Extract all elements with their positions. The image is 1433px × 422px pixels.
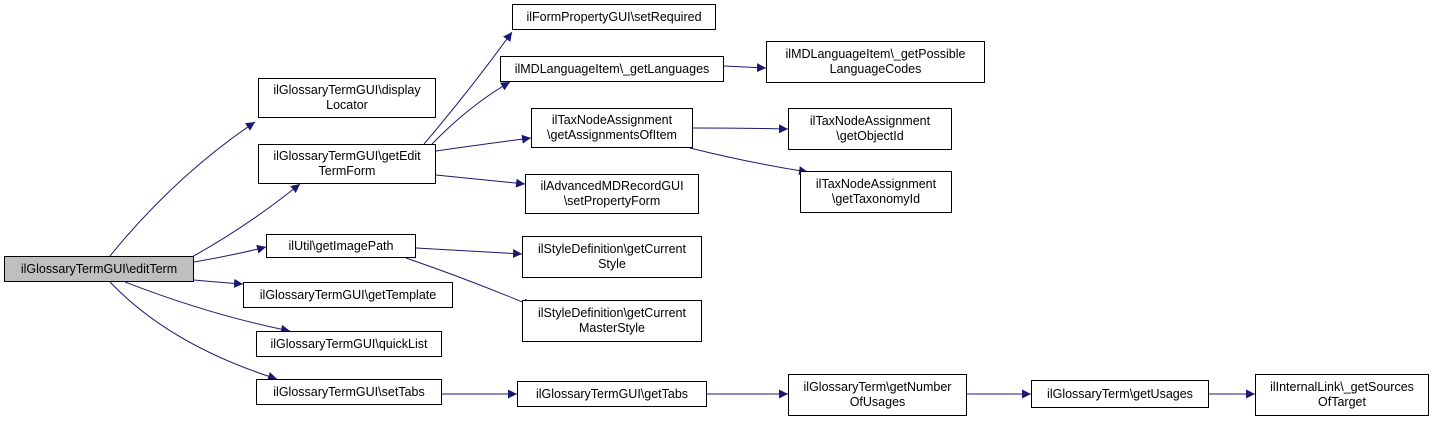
node-getTabs[interactable]: ilGlossaryTermGUI\getTabs xyxy=(517,381,707,407)
edge-getLanguages-to-getPossibleLanguageCodes xyxy=(723,63,767,73)
edge-editTerm-to-quickList xyxy=(124,281,291,334)
node-setTabs[interactable]: ilGlossaryTermGUI\setTabs xyxy=(256,379,442,405)
edge-getAssignmentsOfItem-to-getObjectId xyxy=(692,124,789,134)
edge-getImagePath-to-getCurrentMasterStyle xyxy=(405,257,533,307)
edge-getEditTermForm-to-getAssignmentsOfItem xyxy=(435,134,532,152)
node-setRequired[interactable]: ilFormPropertyGUI\setRequired xyxy=(512,4,716,30)
node-editTerm: ilGlossaryTermGUI\editTerm xyxy=(4,256,194,282)
node-getNumberOfUsages[interactable]: ilGlossaryTerm\getNumber OfUsages xyxy=(788,374,967,416)
node-getTaxonomyId[interactable]: ilTaxNodeAssignment \getTaxonomyId xyxy=(800,171,952,213)
edge-editTerm-to-displayLocator xyxy=(109,121,256,257)
edge-getAssignmentsOfItem-to-getTaxonomyId xyxy=(689,147,809,176)
node-getCurrentMasterStyle[interactable]: ilStyleDefinition\getCurrent MasterStyle xyxy=(522,300,702,342)
node-getEditTermForm[interactable]: ilGlossaryTermGUI\getEdit TermForm xyxy=(258,144,436,184)
edge-editTerm-to-getImagePath xyxy=(193,244,267,263)
edge-getEditTermForm-to-setRequired xyxy=(423,31,513,145)
edge-getEditTermForm-to-getLanguages xyxy=(431,81,511,145)
edge-editTerm-to-setTabs xyxy=(109,281,278,381)
node-getObjectId[interactable]: ilTaxNodeAssignment \getObjectId xyxy=(788,108,952,150)
node-getPossibleLanguageCodes[interactable]: ilMDLanguageItem\_getPossible LanguageCo… xyxy=(766,41,985,83)
node-getLanguages[interactable]: ilMDLanguageItem\_getLanguages xyxy=(500,56,724,82)
node-setPropertyForm[interactable]: ilAdvancedMDRecordGUI \setPropertyForm xyxy=(525,174,699,214)
node-displayLocator[interactable]: ilGlossaryTermGUI\display Locator xyxy=(258,78,436,118)
edge-getImagePath-to-getCurrentStyle xyxy=(415,247,523,258)
edge-editTerm-to-getTemplate xyxy=(193,278,244,288)
node-getCurrentStyle[interactable]: ilStyleDefinition\getCurrent Style xyxy=(522,236,702,278)
node-getAssignmentsOfItem[interactable]: ilTaxNodeAssignment \getAssignmentsOfIte… xyxy=(531,108,693,148)
edge-getEditTermForm-to-setPropertyForm xyxy=(435,174,526,188)
node-getSourcesOfTarget[interactable]: ilInternalLink\_getSources OfTarget xyxy=(1255,374,1429,416)
edge-editTerm-to-getEditTermForm xyxy=(189,183,301,259)
node-getImagePath[interactable]: ilUtil\getImagePath xyxy=(266,234,416,258)
node-getTemplate[interactable]: ilGlossaryTermGUI\getTemplate xyxy=(243,282,453,308)
node-quickList[interactable]: ilGlossaryTermGUI\quickList xyxy=(256,331,442,357)
node-getUsages[interactable]: ilGlossaryTerm\getUsages xyxy=(1031,380,1209,408)
